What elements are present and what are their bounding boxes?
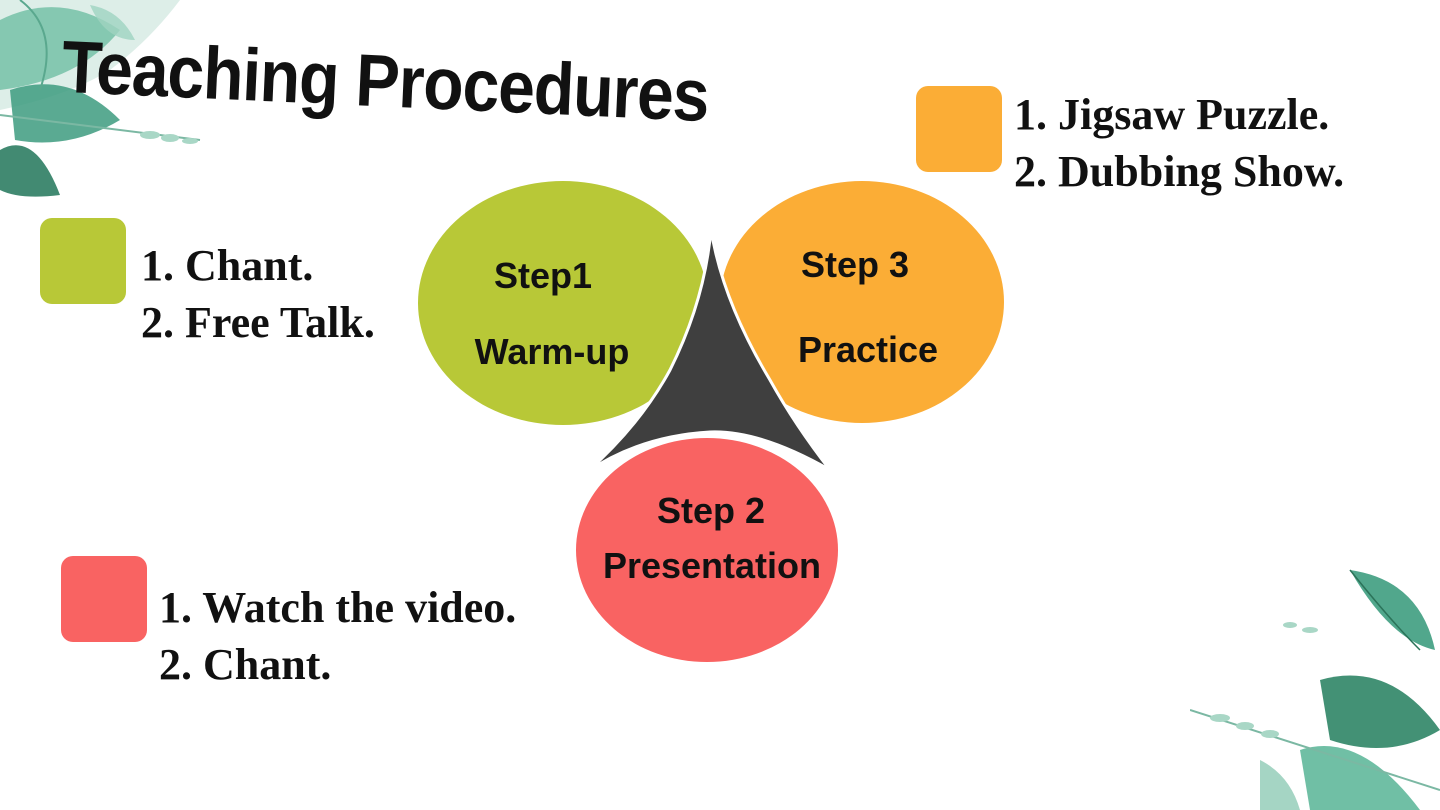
step1-name: Warm-up xyxy=(475,331,630,372)
warmup-activity-1: 1. Chant. xyxy=(141,241,314,290)
presentation-activity-list: 1. Watch the video. 2. Chant. xyxy=(159,579,516,693)
practice-activity-1: 1. Jigsaw Puzzle. xyxy=(1014,90,1330,139)
step2-name: Presentation xyxy=(603,545,821,586)
step3-name: Practice xyxy=(798,329,938,370)
warmup-activity-2: 2. Free Talk. xyxy=(141,298,375,347)
center-triangle xyxy=(586,228,832,474)
practice-activity-2: 2. Dubbing Show. xyxy=(1014,147,1345,196)
presentation-activity-1: 1. Watch the video. xyxy=(159,583,517,632)
step1-circle xyxy=(418,181,708,425)
practice-activity-list: 1. Jigsaw Puzzle. 2. Dubbing Show. xyxy=(1014,86,1344,200)
warmup-color-swatch xyxy=(40,218,126,304)
leaf-decoration-top-left xyxy=(0,0,201,197)
leaf-decoration-bottom-right xyxy=(1190,569,1440,810)
step1-number: Step1 xyxy=(494,255,592,296)
step3-number: Step 3 xyxy=(801,244,909,285)
warmup-activity-list: 1. Chant. 2. Free Talk. xyxy=(141,237,375,351)
step2-number: Step 2 xyxy=(657,490,765,531)
step3-circle xyxy=(720,181,1004,423)
presentation-activity-2: 2. Chant. xyxy=(159,640,332,689)
presentation-color-swatch xyxy=(61,556,147,642)
step2-circle xyxy=(576,438,838,662)
practice-color-swatch xyxy=(916,86,1002,172)
